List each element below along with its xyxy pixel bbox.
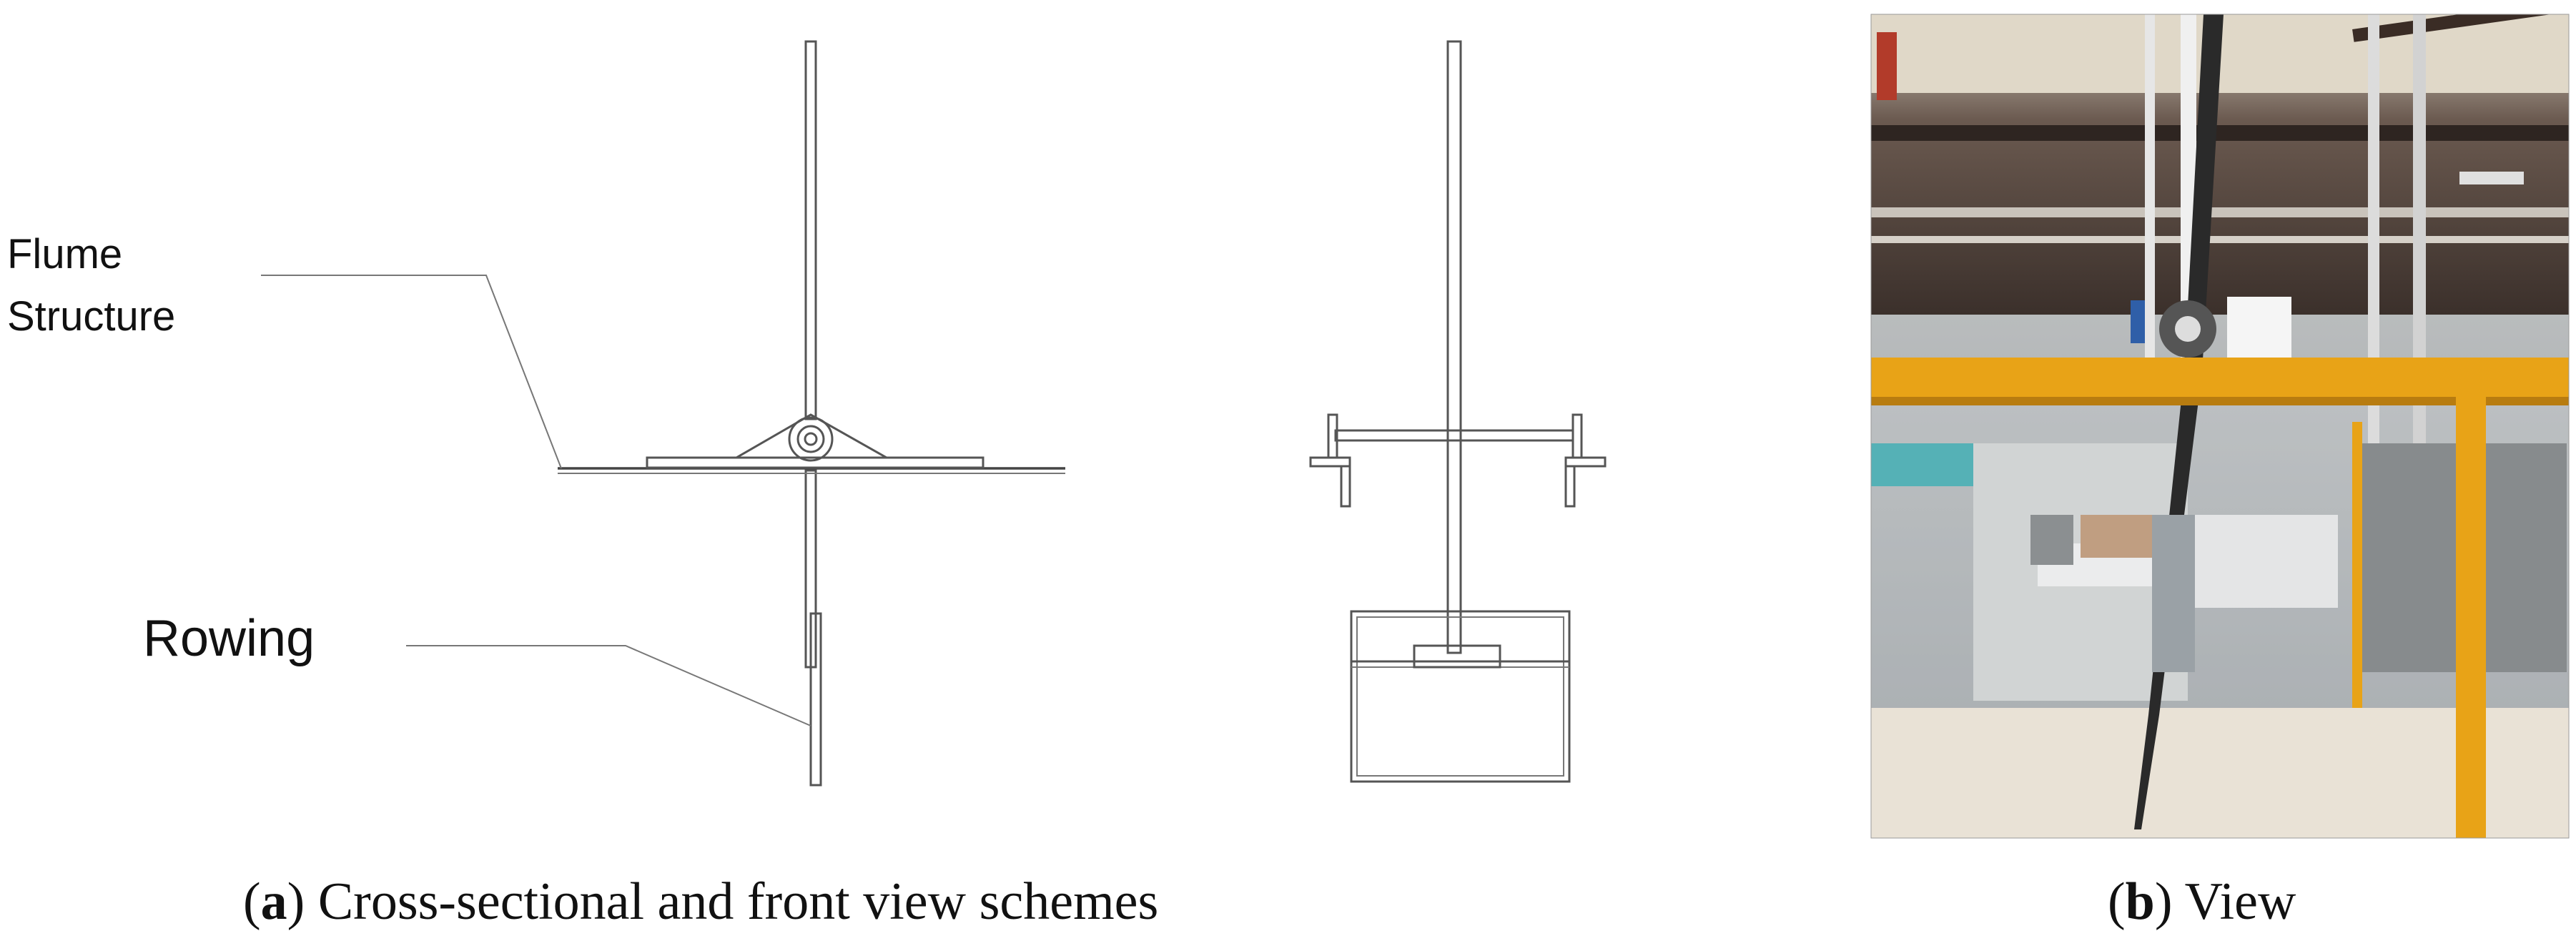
rowing-label: Rowing <box>143 610 315 667</box>
rowing-plate <box>809 612 822 787</box>
cross-section-scheme <box>558 40 1065 787</box>
yellow-post <box>2456 372 2486 838</box>
flume-leader-line <box>261 275 562 469</box>
lab-photo <box>1870 14 2570 839</box>
front-vertical-rod <box>1446 40 1462 654</box>
flume-label-line2: Structure <box>7 293 175 340</box>
front-right-bracket <box>1571 413 1583 459</box>
caption-b: (b) View <box>2108 872 2296 931</box>
caption-a: (a) Cross-sectional and front view schem… <box>243 872 1158 931</box>
yellow-beam <box>1871 358 2569 400</box>
front-view-scheme <box>1309 40 1607 783</box>
flume-label-line1: Flume <box>7 231 122 277</box>
front-mount-block <box>1413 644 1501 669</box>
vertical-rod-upper <box>804 40 817 420</box>
front-crossbar <box>1334 429 1574 442</box>
rowing-leader-line <box>406 645 811 726</box>
pivot-wheel <box>788 416 834 462</box>
pivot-bracket <box>732 413 891 459</box>
front-box <box>1350 610 1571 783</box>
